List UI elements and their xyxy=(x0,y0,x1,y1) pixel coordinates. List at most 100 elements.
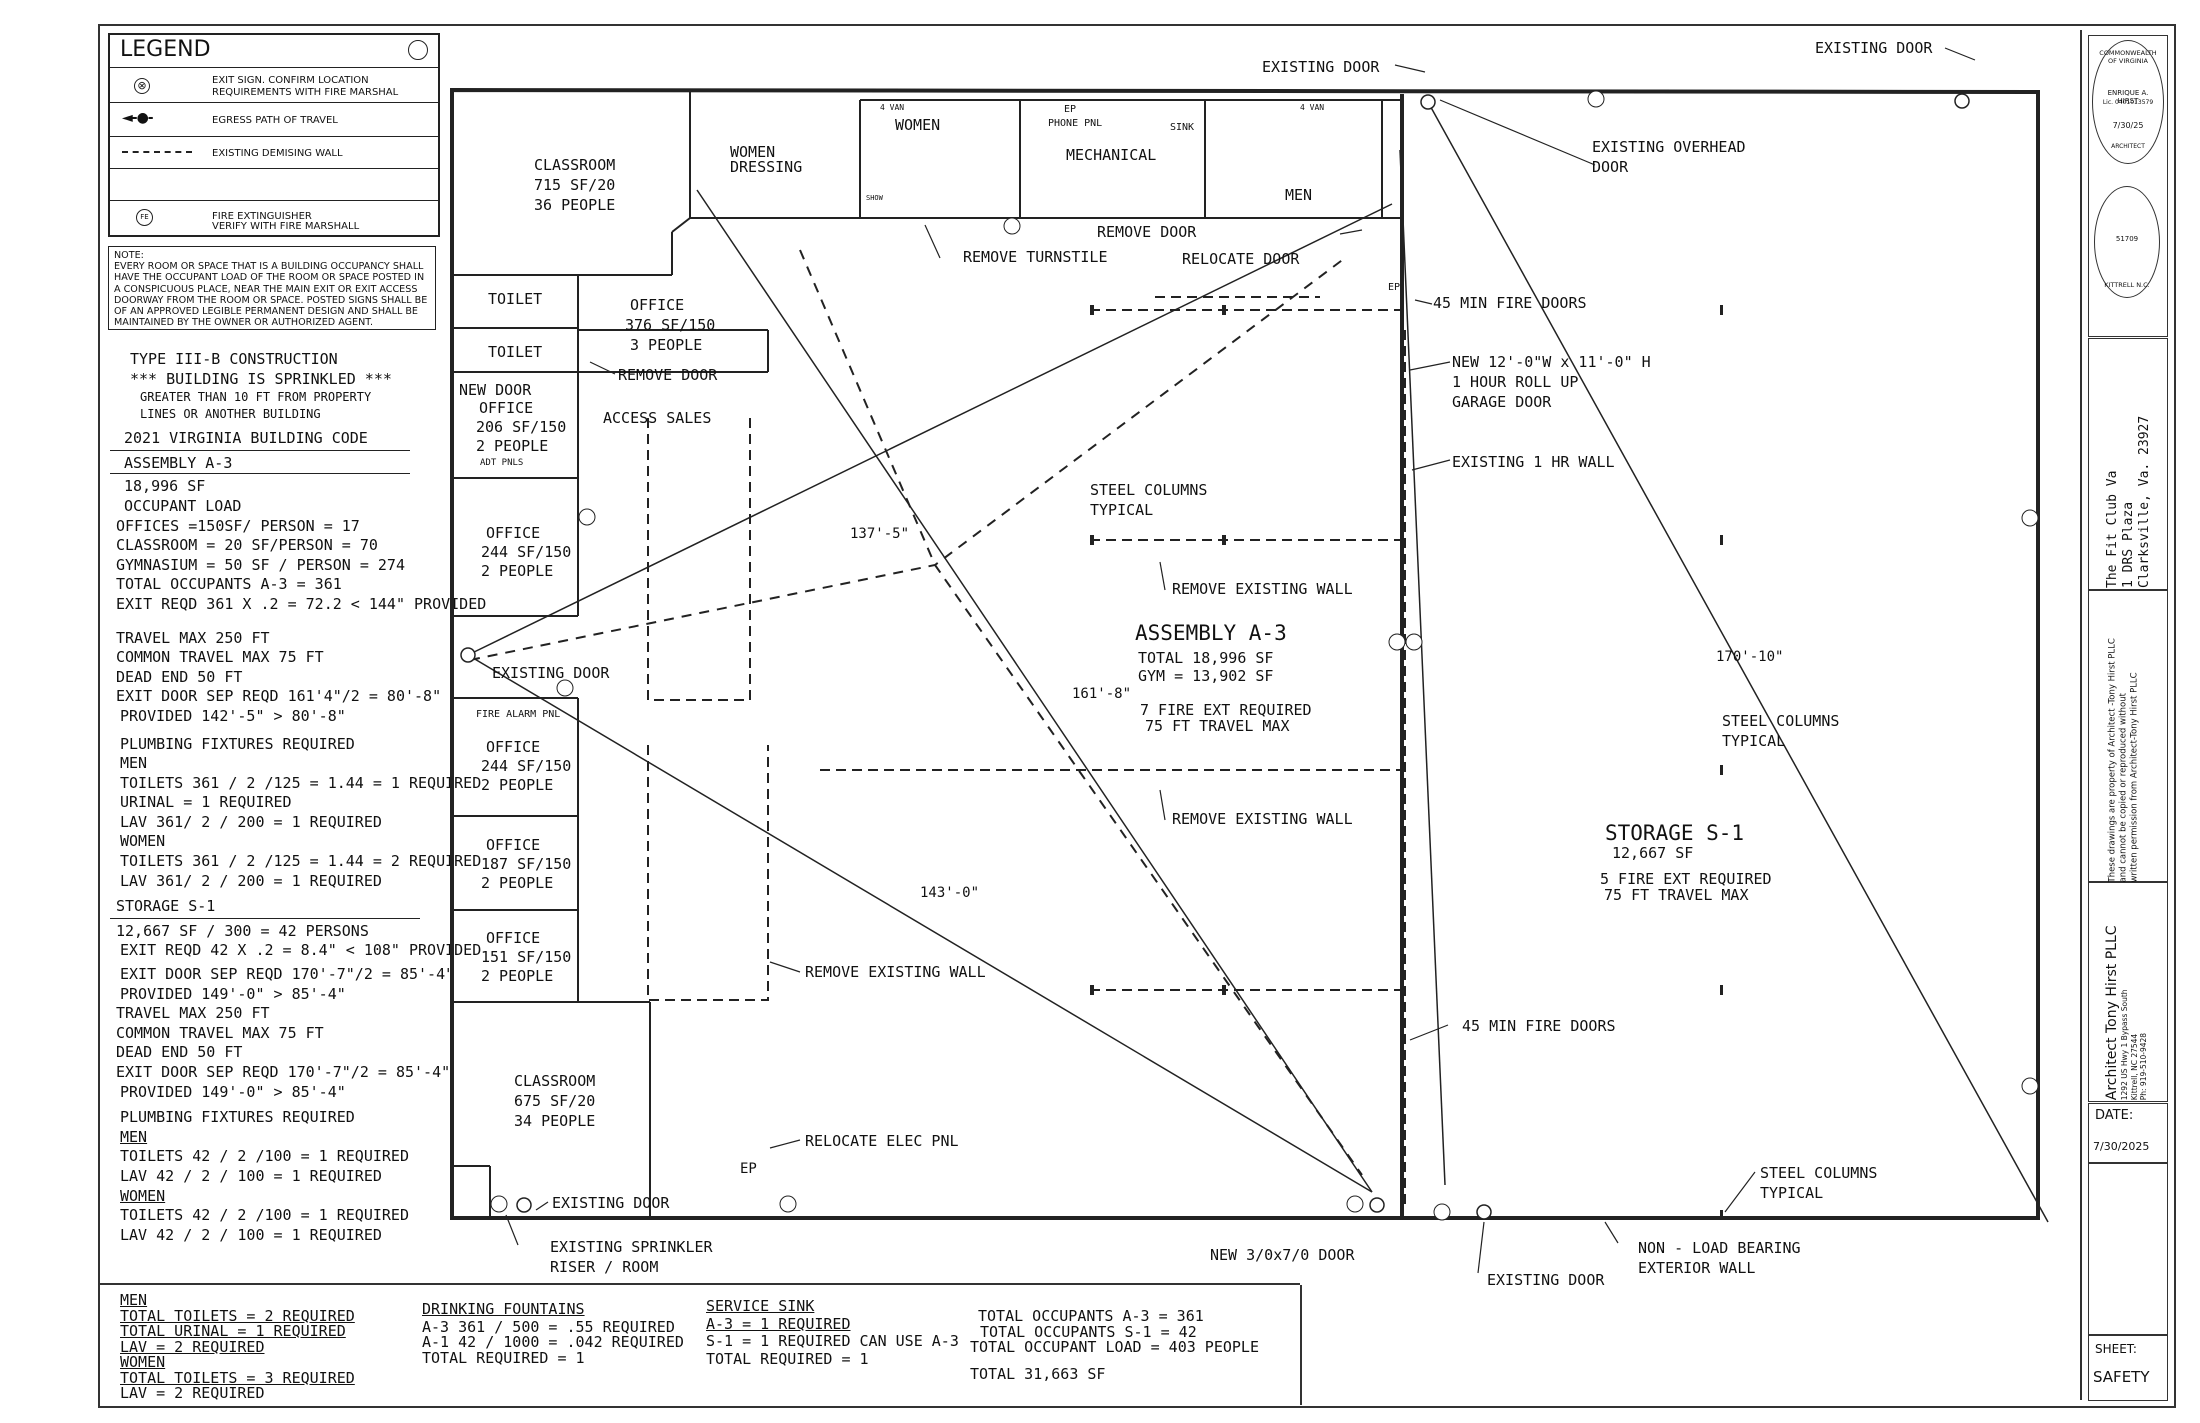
summary-line: LAV = 2 REQUIRED xyxy=(120,1337,265,1356)
room-label: 75 FT TRAVEL MAX xyxy=(1145,717,1290,735)
callout: TYPICAL xyxy=(1090,501,1153,519)
note-line: TRAVEL MAX 250 FT xyxy=(116,628,270,647)
note-line: LAV 42 / 2 / 100 = 1 REQUIRED xyxy=(120,1166,382,1185)
summary-line: TOTAL REQUIRED = 1 xyxy=(422,1348,585,1367)
legend-text: EGRESS PATH OF TRAVEL xyxy=(212,115,338,126)
callout: EXISTING DOOR xyxy=(1815,39,1933,57)
seal-text: ENRIQUE A. HIRST xyxy=(2107,89,2149,105)
legend-row: FE FIRE EXTINGUISHER VERIFY WITH FIRE MA… xyxy=(110,200,438,234)
summary-line: TOTAL OCCUPANTS S-1 = 42 xyxy=(980,1322,1197,1341)
callout: STEEL COLUMNS xyxy=(1722,712,1839,730)
room-label: DRESSING xyxy=(730,158,802,176)
room-label: 36 PEOPLE xyxy=(534,196,615,214)
summary-line: MEN xyxy=(120,1291,148,1309)
callout: RISER / ROOM xyxy=(550,1258,658,1276)
room-label: 2 PEOPLE xyxy=(476,437,548,455)
note-line: PROVIDED 149'-0" > 85'-4" xyxy=(120,984,346,1003)
legend-row: ◄-●- EGRESS PATH OF TRAVEL xyxy=(110,102,438,137)
title-block: COMMONWEALTH OF VIRGINIA ENRIQUE A. HIRS… xyxy=(2080,30,2168,1401)
note-line: EXIT DOOR SEP REQD 170'-7"/2 = 85'-4" xyxy=(116,1063,451,1081)
note-line: 18,996 SF xyxy=(124,477,206,496)
summary-line: A-1 42 / 1000 = .042 REQUIRED xyxy=(422,1333,684,1351)
note-line: GYMNASIUM = 50 SF / PERSON = 274 xyxy=(116,555,405,574)
summary-line: A-3 361 / 500 = .55 REQUIRED xyxy=(422,1317,675,1336)
dimension: 137'-5" xyxy=(850,526,909,542)
egress-arrow-icon: ◄-●- xyxy=(122,110,154,126)
note-line: LINES OR ANOTHER BUILDING xyxy=(140,407,321,422)
legend: LEGEND ⊗ EXIT SIGN. CONFIRM LOCATION REQ… xyxy=(108,33,440,237)
callout: REMOVE DOOR xyxy=(1097,223,1197,241)
room-label: OFFICE xyxy=(486,929,540,947)
occupancy-note: NOTE: EVERY ROOM OR SPACE THAT IS A BUIL… xyxy=(108,246,436,330)
room-label: MEN xyxy=(1285,186,1312,204)
room-label: GYM = 13,902 SF xyxy=(1138,667,1273,685)
summary-line: TOTAL OCCUPANT LOAD = 403 PEOPLE xyxy=(970,1338,1259,1356)
note-line: URINAL = 1 REQUIRED xyxy=(120,793,292,812)
note-line: EXIT REQD 42 X .2 = 8.4" < 108" PROVIDED xyxy=(120,941,482,960)
room-label: 2 PEOPLE xyxy=(481,874,553,892)
summary-line: WOMEN xyxy=(120,1353,166,1371)
rights-notice: These drawings are property of Architect… xyxy=(2107,593,2141,883)
dimension: 143'-0" xyxy=(920,885,979,901)
room-label: FIRE ALARM PNL xyxy=(476,709,560,720)
note-line: *** BUILDING IS SPRINKLED *** xyxy=(130,369,392,388)
legend-text: EXISTING DEMISING WALL xyxy=(212,148,343,159)
summary-line: TOTAL TOILETS = 3 REQUIRED xyxy=(120,1368,355,1387)
totals-summary: TOTAL OCCUPANTS A-3 = 361 TOTAL OCCUPANT… xyxy=(970,1308,1259,1382)
room-label: CLASSROOM xyxy=(514,1072,595,1090)
note-line: EXIT DOOR SEP REQD 161'4"/2 = 80'-8" xyxy=(116,687,442,706)
note-line: 2021 VIRGINIA BUILDING CODE xyxy=(124,429,368,448)
callout: EXTERIOR WALL xyxy=(1638,1259,1755,1277)
room-label: 376 SF/150 xyxy=(625,316,715,334)
project-city: Clarksville, Va. 23927 xyxy=(2137,415,2152,588)
callout: NEW 3/0x7/0 DOOR xyxy=(1210,1246,1355,1264)
callout: GARAGE DOOR xyxy=(1452,393,1552,411)
callout: EXISTING DOOR xyxy=(492,664,610,682)
rights-line: These drawings are property of Architect… xyxy=(2107,638,2118,883)
callout: EXISTING SPRINKLER xyxy=(550,1238,714,1256)
callout: REMOVE EXISTING WALL xyxy=(1172,580,1353,598)
legend-text: FIRE EXTINGUISHER xyxy=(212,211,312,222)
room-label: 675 SF/20 xyxy=(514,1092,595,1110)
room-label: WOMEN xyxy=(895,116,940,134)
room-label: 2 PEOPLE xyxy=(481,967,553,985)
sink-summary: SERVICE SINK A-3 = 1 REQUIRED S-1 = 1 RE… xyxy=(706,1298,959,1367)
note-line: LAV 361/ 2 / 200 = 1 REQUIRED xyxy=(120,812,382,831)
room-label: 187 SF/150 xyxy=(481,855,571,873)
men-summary: MEN TOTAL TOILETS = 2 REQUIRED TOTAL URI… xyxy=(120,1291,355,1402)
callout: 45 MIN FIRE DOORS xyxy=(1433,294,1587,312)
firm-line: Kittrell, NC 27544 xyxy=(2129,1033,2139,1101)
note-line: COMMON TRAVEL MAX 75 FT xyxy=(116,648,324,667)
summary-line: S-1 = 1 REQUIRED CAN USE A-3 xyxy=(706,1332,959,1350)
room-label: OFFICE xyxy=(630,296,684,314)
callout: RELOCATE DOOR xyxy=(1182,250,1300,268)
callout: TYPICAL xyxy=(1722,732,1785,750)
divider xyxy=(1300,1285,1302,1405)
note-line: DEAD END 50 FT xyxy=(116,667,243,686)
summary-line: A-3 = 1 REQUIRED xyxy=(706,1314,851,1333)
seal-text: 7/30/25 xyxy=(2112,121,2144,130)
callout: NEW 12'-0"W x 11'-0" H xyxy=(1452,353,1651,371)
note-line: MEN xyxy=(120,1127,148,1146)
room-label: NEW DOOR xyxy=(459,381,532,399)
callout: NON - LOAD BEARING xyxy=(1638,1239,1801,1257)
room-label: 715 SF/20 xyxy=(534,176,615,194)
note-line: MEN xyxy=(120,754,148,773)
rights-line: and cannot be copied or reproduced witho… xyxy=(2118,693,2129,883)
note-line: WOMEN xyxy=(120,832,166,851)
code-notes: TYPE III-B CONSTRUCTION *** BUILDING IS … xyxy=(110,350,486,1245)
note-line: COMMON TRAVEL MAX 75 FT xyxy=(116,1023,324,1042)
legend-circle-icon xyxy=(408,40,428,60)
date-box: DATE: 7/30/2025 xyxy=(2088,1103,2168,1163)
note-line: TRAVEL MAX 250 FT xyxy=(116,1004,270,1023)
rights-line: written permission from Architect-Tony H… xyxy=(2129,672,2140,883)
room-label: WOMEN xyxy=(730,143,775,161)
room-label: OFFICE xyxy=(479,399,533,417)
callout: EXISTING 1 HR WALL xyxy=(1452,453,1615,471)
firm-line: Ph: 919-510-9428 xyxy=(2138,1032,2148,1101)
seal-text: 51709 xyxy=(2115,235,2139,243)
underline xyxy=(110,473,410,475)
summary-line: TOTAL TOILETS = 2 REQUIRED xyxy=(120,1306,355,1325)
note-line: OCCUPANT LOAD xyxy=(124,496,242,515)
